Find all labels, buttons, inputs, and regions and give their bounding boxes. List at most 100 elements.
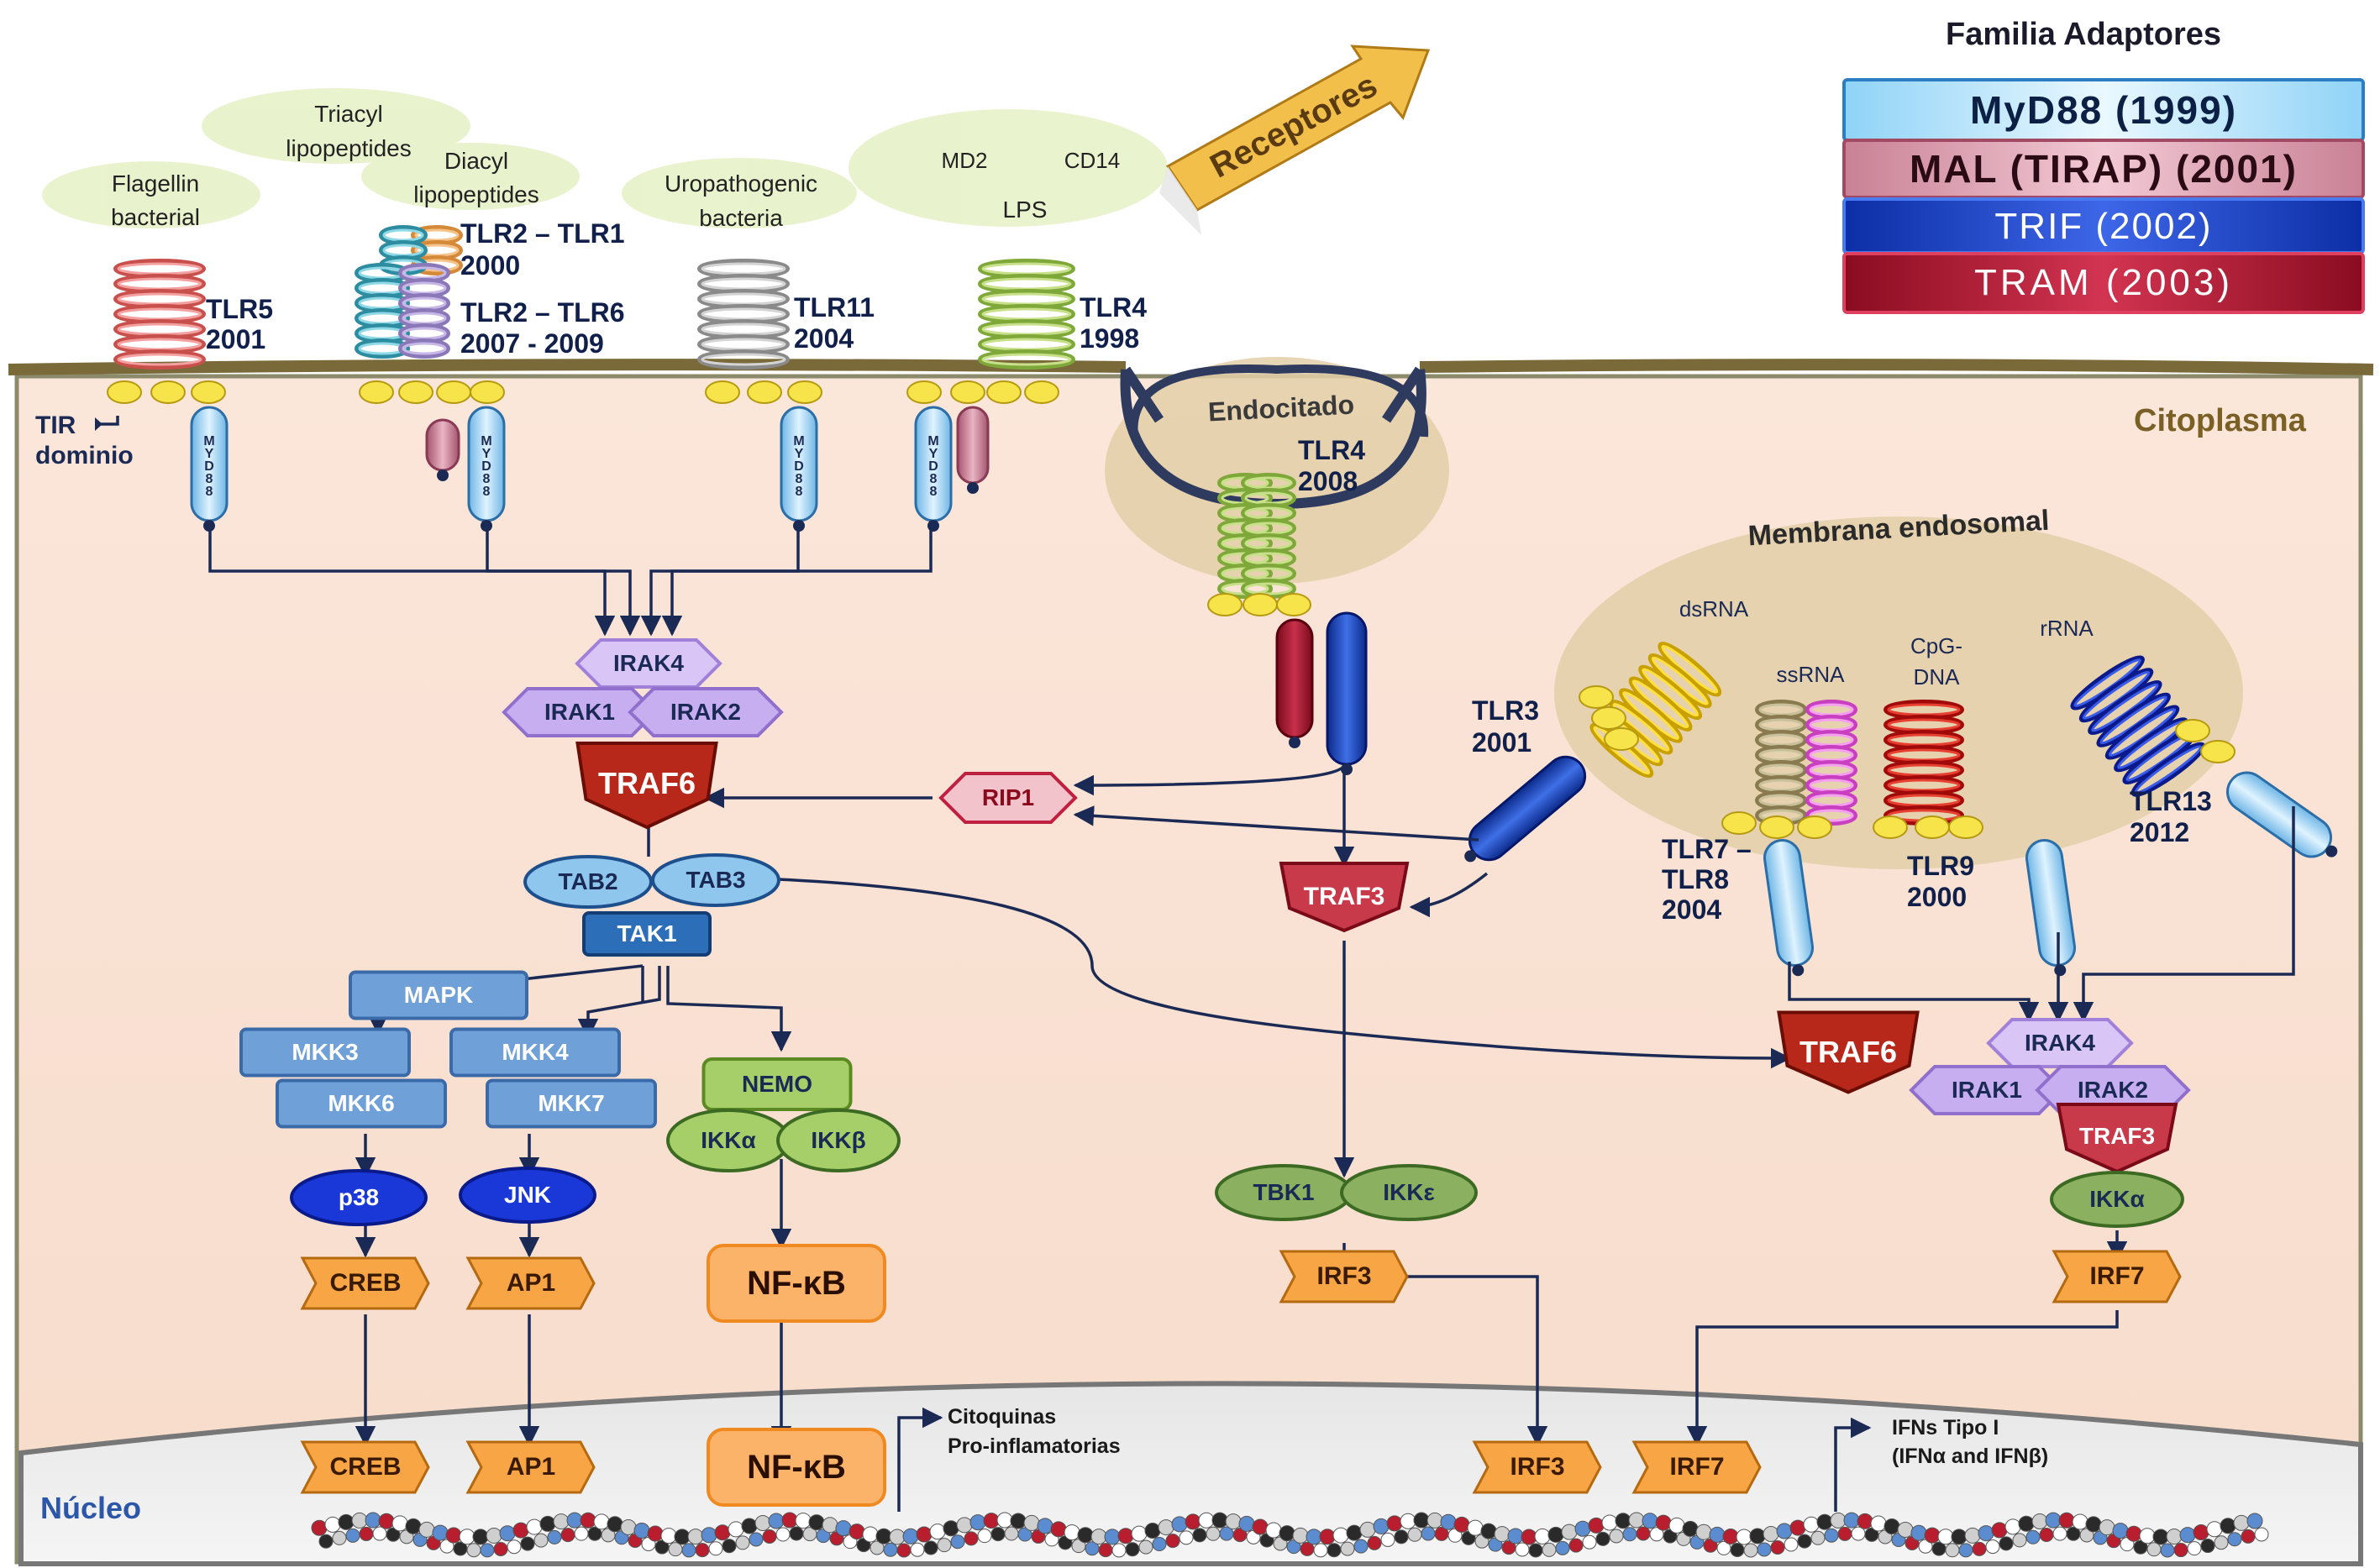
tir-bead	[986, 380, 1022, 404]
dna-bead	[749, 1532, 764, 1547]
nuclear-irf7: IRF7	[1669, 1453, 1725, 1481]
tlr7-coil	[1755, 700, 1807, 826]
creb-nuclear-shape	[300, 1440, 430, 1494]
ligand-lps: LPS	[1002, 197, 1048, 223]
protein-ikk-alpha: IKKα	[701, 1127, 756, 1153]
tir-bead	[359, 380, 394, 404]
protein-irak2-endosomal: IRAK2	[2077, 1077, 2149, 1103]
endocytosed-vesicle	[1105, 357, 1449, 584]
adaptor-letter: M	[793, 434, 804, 448]
tlr6-coil	[398, 263, 450, 359]
trif-adaptor	[1326, 611, 1368, 775]
dna-bead	[923, 1540, 938, 1555]
protein-traf3-endosomal: TRAF3	[2078, 1123, 2156, 1149]
dna-bead	[1367, 1535, 1382, 1550]
dna-bead	[1784, 1537, 1799, 1552]
dna-bead	[2187, 1541, 2202, 1556]
protein-irf3: IRF3	[1316, 1262, 1372, 1290]
protein-mkk3: MKK3	[292, 1039, 359, 1065]
tir-bead	[470, 380, 505, 404]
receptor-tlr3: TLR3	[1472, 695, 1539, 726]
dna-bead	[1380, 1532, 1395, 1547]
protein-tab2: TAB2	[558, 868, 618, 894]
ligand-cpg-2: DNA	[1913, 664, 1960, 690]
dna-bead	[708, 1541, 723, 1556]
dna-bead	[1582, 1534, 1597, 1550]
dna-bead	[1595, 1531, 1610, 1546]
nfkb-nuclear-shape	[707, 1428, 886, 1507]
adaptor-letter: D	[928, 459, 938, 474]
receptor-tlr7-tlr8: TLR7 –	[1662, 834, 1752, 864]
irf7-nuclear-shape	[1631, 1440, 1762, 1494]
mkk7-shape	[486, 1078, 657, 1129]
tir-bead	[1591, 706, 1626, 730]
ikk-beta-shape	[776, 1109, 901, 1172]
adaptor-letter: D	[204, 459, 214, 474]
protein-mapk: MAPK	[403, 982, 474, 1008]
adaptor-letter: 8	[930, 485, 938, 499]
dna-bead	[507, 1539, 522, 1555]
tir-bead	[1873, 815, 1908, 839]
protein-tak1: TAK1	[617, 920, 677, 947]
dna-bead	[1810, 1530, 1826, 1545]
dna-bead	[2246, 1513, 2263, 1529]
signaling-proteins	[239, 638, 2191, 1507]
ligand-cpg: CpG-	[1910, 633, 1963, 658]
tlr8-coil	[1805, 700, 1857, 826]
output-ifn: IFNs Tipo I	[1892, 1416, 1999, 1440]
rip1-shape	[938, 772, 1078, 824]
dna-bead	[2200, 1539, 2215, 1554]
protein-mkk4: MKK4	[502, 1039, 569, 1065]
dna-bead	[1179, 1530, 1194, 1545]
output-ifn-2: (IFNα and IFNβ)	[1892, 1445, 2049, 1468]
dna-strand	[311, 1512, 2269, 1558]
dna-bead	[722, 1539, 737, 1554]
ligand-dsrna: dsRNA	[1679, 596, 1749, 621]
tir-bead	[398, 380, 433, 404]
mapk-shape	[349, 970, 528, 1020]
tir-bead	[747, 380, 782, 404]
tlr2b-coil	[355, 263, 410, 359]
tir-domain-label: dominio	[35, 442, 134, 469]
dna-bead	[2227, 1532, 2242, 1547]
adaptor-letter: Y	[795, 447, 804, 461]
output-cytokines: Citoquinas	[948, 1405, 1057, 1429]
receptor-tlr9-year: 2000	[1907, 882, 1968, 912]
protein-traf6-endosomal: TRAF6	[1799, 1035, 1897, 1069]
receptor-tlr9: TLR9	[1907, 851, 1974, 881]
protein-p38: p38	[338, 1184, 380, 1210]
adaptor-letter: D	[794, 459, 804, 474]
ligand-flagellin-2: bacterial	[111, 204, 200, 230]
protein-mkk7: MKK7	[538, 1090, 605, 1116]
irak2-shape	[628, 687, 784, 737]
p38-shape	[290, 1169, 428, 1226]
tlr4-endosome-coil-b	[1241, 473, 1296, 599]
ligand-diacyl: Diacyl	[444, 148, 509, 174]
receptor-tlr4: TLR4	[1080, 292, 1147, 323]
myd88-tlr78	[1763, 839, 1815, 977]
protein-nemo: NEMO	[742, 1071, 812, 1097]
receptor-tlr4-endosome: TLR4	[1298, 435, 1365, 465]
jnk-shape	[459, 1167, 596, 1224]
dna-bead	[1555, 1540, 1570, 1555]
protein-nfkb: NF-κB	[747, 1265, 846, 1302]
dna-bead	[964, 1531, 979, 1546]
legend-title: Familia Adaptores	[1945, 17, 2222, 52]
adaptor-letter: 8	[206, 485, 213, 499]
tir-bead	[1721, 811, 1757, 835]
tir-arrow-icon	[95, 417, 102, 431]
tir-bead	[107, 380, 142, 404]
signal-connections	[101, 416, 2295, 1512]
tlr4-endosome-coil-a	[1217, 473, 1273, 599]
ikk-epsilon-shape	[1340, 1164, 1478, 1221]
protein-irak1-endosomal: IRAK1	[1951, 1077, 2023, 1103]
protein-tab3: TAB3	[686, 867, 746, 893]
ligand-ssrna: ssRNA	[1776, 662, 1845, 687]
dna-bead	[2012, 1533, 2027, 1548]
tir-bead	[787, 380, 822, 404]
ligand-cd14: CD14	[1064, 148, 1121, 173]
irf7-shape	[2052, 1250, 2182, 1303]
tir-bead	[950, 380, 985, 404]
tir-label: TIR	[35, 412, 76, 439]
tir-bead	[150, 380, 186, 404]
